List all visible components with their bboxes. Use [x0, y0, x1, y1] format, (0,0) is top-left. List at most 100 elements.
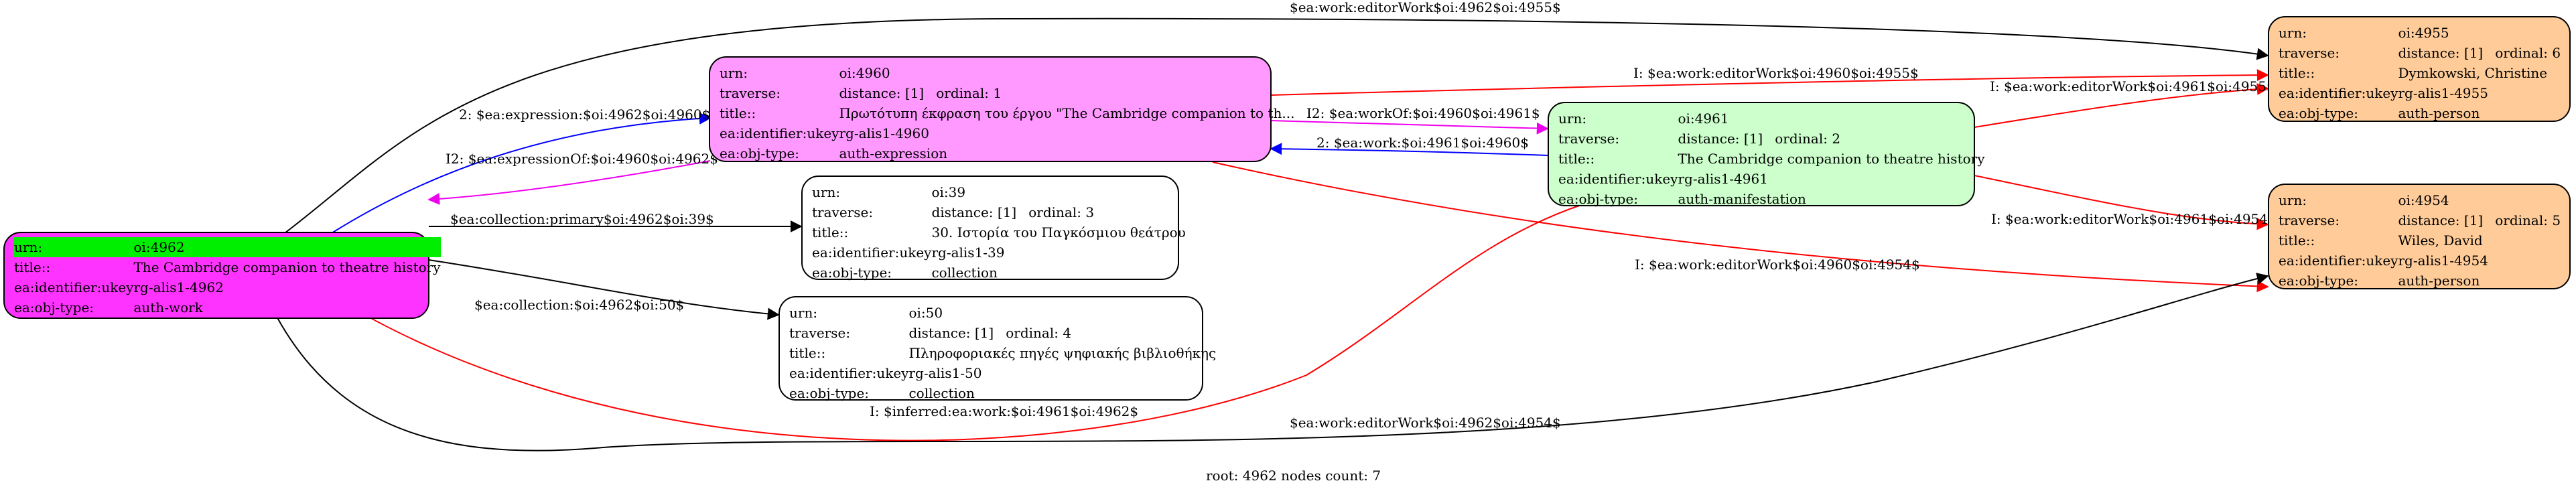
- edge-label-collection-primary: $ea:collection:primary$oi:4962$oi:39$: [450, 211, 714, 227]
- objtype-value: auth-person: [2398, 105, 2480, 121]
- edge-4961-4962-inferred: [300, 204, 1582, 441]
- urn-value: oi:4962: [133, 239, 185, 255]
- urn-key: urn:: [1558, 111, 1587, 127]
- edge-4962-4955: [284, 17, 2269, 234]
- edge-label-expression: 2: $ea:expression:$oi:4962$oi:4960$: [459, 107, 711, 123]
- title-value: The Cambridge companion to theatre histo…: [1678, 151, 1985, 167]
- title-value: Wiles, David: [2398, 232, 2483, 249]
- ukey-value: rg-alis1-39: [931, 244, 1005, 261]
- edge-label-work-editor-4955: $ea:work:editorWork$oi:4962$oi:4955$: [1290, 0, 1561, 15]
- title-key: title::: [789, 345, 826, 361]
- distance-value: distance: [1]: [931, 204, 1017, 220]
- ukey-value: rg-alis1-4955: [2398, 85, 2488, 101]
- edge-label-collection: $ea:collection:$oi:4962$oi:50$: [474, 297, 685, 313]
- edge-label-work: 2: $ea:work:$oi:4961$oi:4960$: [1316, 135, 1529, 151]
- distance-value: distance: [1]: [1678, 131, 1763, 147]
- ukey-key: ea:identifier:ukey: [720, 125, 839, 141]
- title-value: Dymkowski, Christine: [2398, 65, 2548, 81]
- distance-value: distance: [1]: [2398, 212, 2484, 228]
- urn-value: oi:4960: [839, 65, 890, 81]
- edge-label-i-editor-4960-4955: I: $ea:work:editorWork$oi:4960$oi:4955$: [1633, 65, 1919, 81]
- traverse-key: traverse:: [812, 204, 874, 220]
- node-4961[interactable]: urn:oi:4961 traverse:distance: [1]ordina…: [1548, 102, 1985, 207]
- title-key: title::: [1558, 151, 1595, 167]
- edge-4961-4960: [1270, 143, 1548, 156]
- node-4954[interactable]: urn: oi:4954 traverse: distance: [1] ordina…: [2268, 184, 2571, 289]
- node-4962-root[interactable]: urn: oi:4962 title::The Cambridge compan…: [3, 232, 441, 319]
- title-value: The Cambridge companion to theatre histo…: [133, 259, 441, 275]
- graph-footer: root: 4962 nodes count: 7: [1206, 468, 1381, 484]
- ukey-value: rg-alis1-4960: [839, 125, 929, 141]
- urn-value: oi:50: [908, 305, 943, 321]
- node-4955[interactable]: urn: oi:4955 traverse: distance: [1] ordina…: [2268, 16, 2571, 122]
- urn-value: oi:4955: [2398, 25, 2449, 41]
- traverse-key: traverse:: [2279, 212, 2340, 228]
- ukey-value: rg-alis1-4961: [1678, 171, 1768, 187]
- edge-4961-4954: [1974, 175, 2269, 230]
- edge-label-expression-of: I2: $ea:expressionOf:$oi:4960$oi:4962$: [446, 151, 718, 167]
- node-4960[interactable]: urn:oi:4960 traverse:distance: [1]ordina…: [709, 56, 1294, 162]
- urn-key: urn:: [14, 239, 43, 255]
- objtype-value: collection: [908, 385, 975, 401]
- objtype-value: auth-person: [2398, 273, 2480, 289]
- traverse-key: traverse:: [789, 325, 851, 341]
- edge-4960-4962: [427, 160, 711, 205]
- objtype-value: auth-manifestation: [1678, 191, 1806, 207]
- title-value: Πρωτότυπη έκφραση του έργου "The Cambrid…: [839, 105, 1295, 121]
- edge-4960-4954: [1212, 161, 2269, 293]
- urn-value: oi:4954: [2398, 192, 2449, 208]
- ukey-key: ea:identifier:ukey: [812, 244, 932, 261]
- title-key: title::: [14, 259, 51, 275]
- objtype-key: ea:obj-type:: [1558, 191, 1639, 207]
- objtype-key: ea:obj-type:: [789, 385, 870, 401]
- edge-4962-4960: [331, 112, 711, 234]
- urn-key: urn:: [2279, 25, 2307, 41]
- objtype-value: auth-work: [133, 299, 203, 316]
- objtype-key: ea:obj-type:: [720, 145, 800, 161]
- ukey-key: ea:identifier:ukey: [14, 279, 134, 295]
- ordinal-value: ordinal: 3: [1028, 204, 1095, 220]
- urn-key: urn:: [812, 184, 841, 200]
- traverse-key: traverse:: [720, 85, 781, 101]
- ordinal-value: ordinal: 6: [2495, 45, 2561, 61]
- title-value: Πληροφοριακές πηγές ψηφιακής βιβλιοθήκης: [908, 345, 1217, 361]
- ukey-key: ea:identifier:ukey: [2279, 85, 2398, 101]
- objtype-key: ea:obj-type:: [2279, 273, 2359, 289]
- objtype-key: ea:obj-type:: [2279, 105, 2359, 121]
- ukey-key: ea:identifier:ukey: [789, 365, 909, 381]
- node-50[interactable]: urn:oi:50 traverse:distance: [1]ordinal:…: [778, 296, 1216, 401]
- objtype-value: auth-expression: [839, 145, 948, 161]
- title-key: title::: [812, 224, 849, 240]
- edge-label-work-of: I2: $ea:workOf:$oi:4960$oi:4961$: [1306, 105, 1540, 121]
- objtype-key: ea:obj-type:: [812, 265, 892, 281]
- title-key: title::: [720, 105, 756, 121]
- node-39[interactable]: urn: oi:39 traverse: distance: [1] ordinal:…: [801, 176, 1186, 281]
- title-value: 30. Ιστορία του Παγκόσμιου θεάτρου: [931, 224, 1186, 240]
- edge-label-i-editor-4960-4954: I: $ea:work:editorWork$oi:4960$oi:4954$: [1635, 257, 1920, 273]
- edge-4960-4955: [1270, 69, 2269, 96]
- edge-4960-4961: [1270, 120, 1549, 135]
- edge-label-inferred-work: I: $inferred:ea:work:$oi:4961$oi:4962$: [870, 403, 1139, 419]
- edge-4962-50: [428, 259, 780, 320]
- title-key: title::: [2279, 232, 2315, 249]
- urn-key: urn:: [2279, 192, 2307, 208]
- urn-value: oi:39: [931, 184, 966, 200]
- edge-label-work-editor-4954: $ea:work:editorWork$oi:4962$oi:4954$: [1290, 415, 1561, 431]
- objtype-key: ea:obj-type:: [14, 299, 94, 316]
- distance-value: distance: [1]: [908, 325, 994, 341]
- traverse-key: traverse:: [2279, 45, 2340, 61]
- title-key: title::: [2279, 65, 2315, 81]
- distance-value: distance: [1]: [839, 85, 925, 101]
- edge-label-i-editor-4961-4955: I: $ea:work:editorWork$oi:4961$oi:4955$: [1990, 78, 2275, 94]
- traverse-key: traverse:: [1558, 131, 1620, 147]
- distance-value: distance: [1]: [2398, 45, 2484, 61]
- edge-label-i-editor-4961-4954: I: $ea:work:editorWork$oi:4961$oi:4954$: [1991, 211, 2277, 227]
- ordinal-value: ordinal: 5: [2495, 212, 2561, 228]
- ordinal-value: ordinal: 1: [936, 85, 1002, 101]
- ordinal-value: ordinal: 4: [1006, 325, 1072, 341]
- urn-value: oi:4961: [1678, 111, 1729, 127]
- ukey-value: rg-alis1-4954: [2398, 253, 2488, 269]
- edge-4961-4955: [1974, 83, 2269, 128]
